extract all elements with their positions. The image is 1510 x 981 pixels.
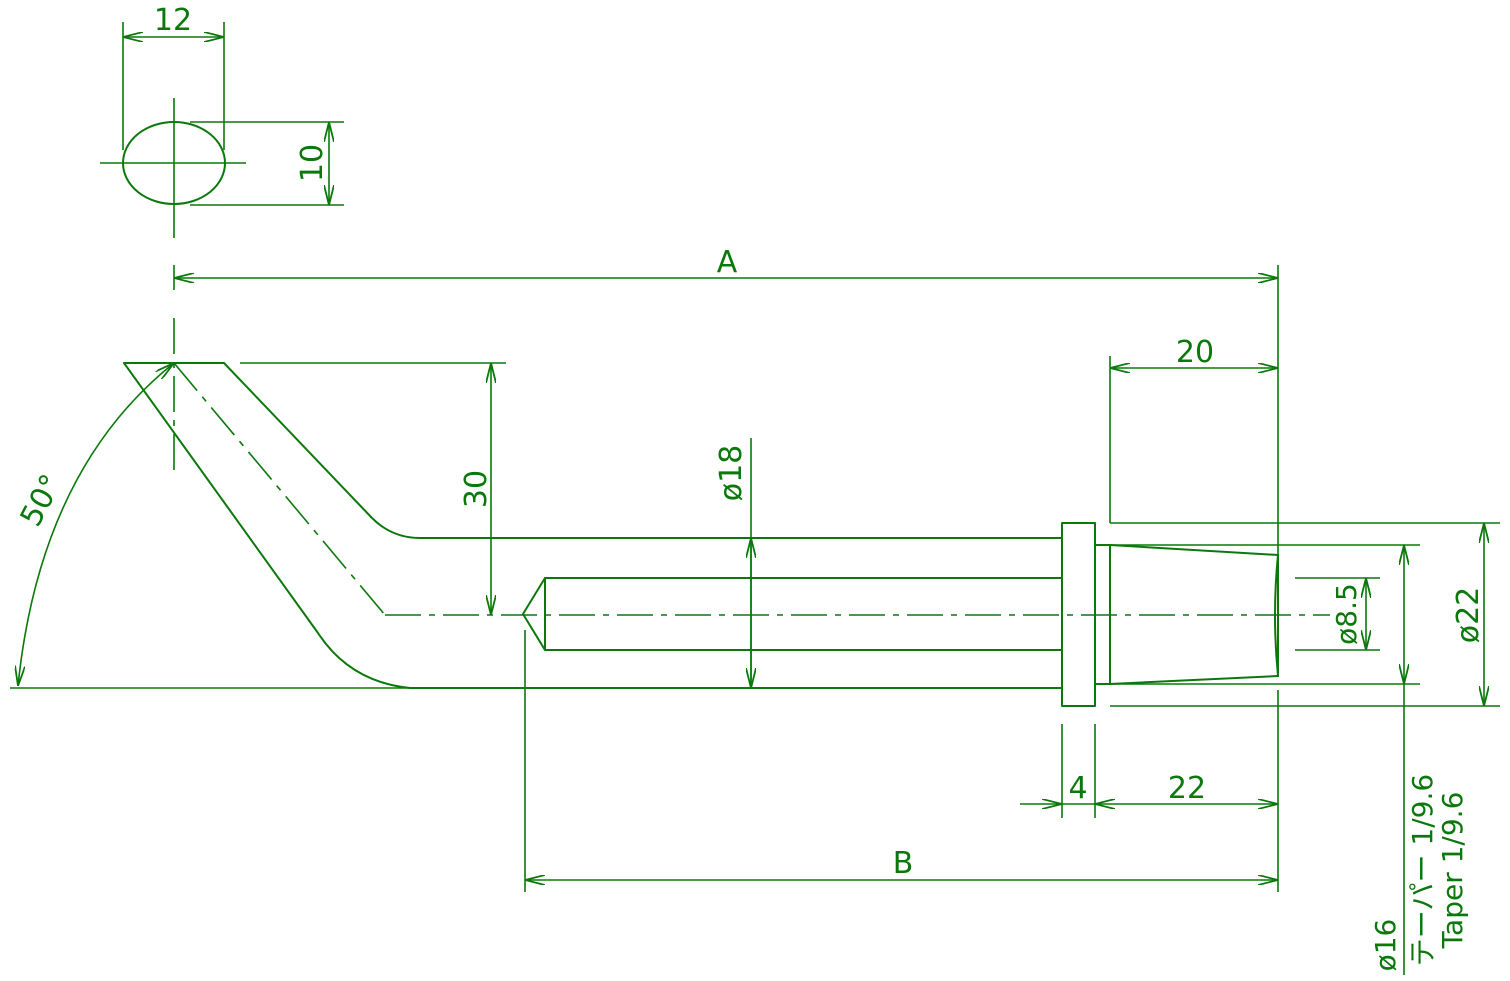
oval-section-view: 12 10 <box>100 3 344 238</box>
dim-4-label: 4 <box>1068 771 1087 806</box>
dim-b-label: B <box>893 846 914 881</box>
dim-22-len-label: 22 <box>1168 771 1206 806</box>
shaft-lower-outline <box>123 362 1063 689</box>
taper-note-en: Taper 1/9.6 <box>1436 792 1469 950</box>
dim-18-label: ø18 <box>714 445 749 502</box>
angle-arc <box>18 363 174 686</box>
dim-20-label: 20 <box>1176 335 1214 370</box>
dim-30: 30 <box>240 362 506 615</box>
dim-16-label: ø16 <box>1369 919 1402 972</box>
angle-label: 50° <box>14 469 70 532</box>
dim-b: B <box>524 630 1278 892</box>
dim-a: A <box>173 245 1278 290</box>
dim-8-5-label: ø8.5 <box>1330 583 1363 645</box>
taper-bottom-edge <box>1109 675 1279 685</box>
dim-22-dia: ø22 <box>1110 522 1500 707</box>
dim-22-label: ø22 <box>1451 587 1486 644</box>
dim-10-label: 10 <box>295 144 330 182</box>
taper-end <box>1274 554 1279 677</box>
bore-drill-point <box>522 577 546 651</box>
taper-top-edge <box>1109 544 1279 556</box>
dim-30-label: 30 <box>459 470 494 508</box>
dim-18: ø18 <box>714 438 751 688</box>
dim-4-22: 4 22 <box>1020 690 1279 892</box>
bend-centerline-diag <box>173 362 386 616</box>
taper-note-jp: テーパー 1/9.6 <box>1406 774 1439 966</box>
dim-a-label: A <box>717 245 738 280</box>
dim-16-dia: ø16 テーパー 1/9.6 Taper 1/9.6 <box>1110 544 1469 975</box>
dim-20: 20 <box>1109 265 1279 555</box>
dim-angle: 50° <box>10 363 410 689</box>
dim-8-5: ø8.5 <box>1295 577 1380 651</box>
dim-12-label: 12 <box>154 3 192 38</box>
pin-side-view <box>123 318 1330 707</box>
shaft-upper-outline <box>223 362 1063 539</box>
flange <box>1061 522 1096 707</box>
